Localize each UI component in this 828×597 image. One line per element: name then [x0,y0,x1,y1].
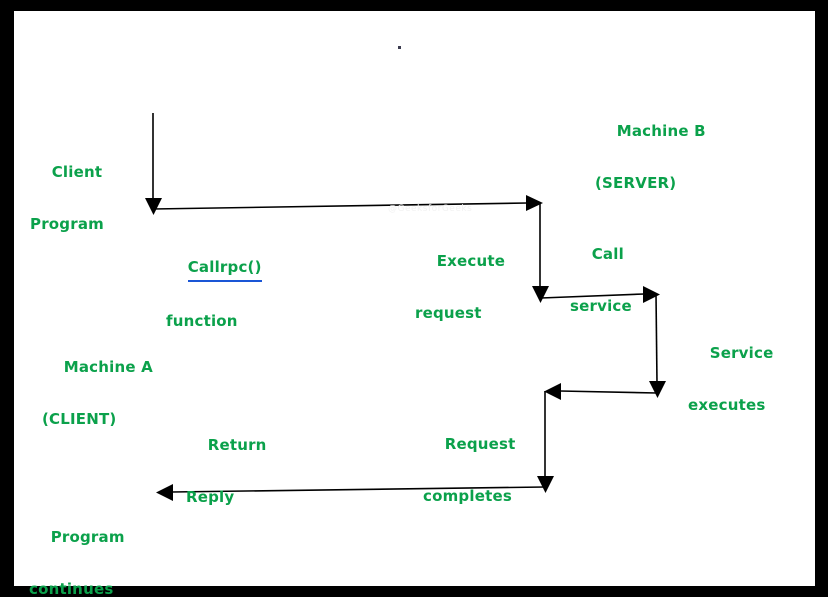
label-return-reply: Return Reply [186,406,267,562]
arrow-execute-request-right [152,195,543,211]
arrow-client-program-down [145,113,162,215]
label-service-executes-line1: Service [709,344,774,362]
label-machine-a-line1: Machine A [63,358,153,376]
label-program-continues: Program continues [29,498,125,597]
label-client-program: Client Program [30,133,104,289]
label-call-service: Call service [570,215,632,371]
label-service-executes: Service executes [688,314,773,470]
label-machine-b-line1: Machine B [616,122,706,140]
watermark-text: @GeeksforGeeks [388,204,473,214]
label-machine-a: Machine A (CLIENT) [42,328,153,484]
arrow-return-reply-left [156,484,546,501]
label-execute-request-line1: Execute [436,252,506,270]
label-machine-a-line2: (CLIENT) [42,410,117,428]
label-request-completes: Request completes [423,405,516,561]
label-client-program-line2: Program [30,215,104,233]
label-call-service-line2: service [570,297,632,315]
label-execute-request: Execute request [415,222,505,378]
arrow-service-return-left [544,383,658,400]
label-callrpc-function: Callrpc() function [166,228,262,386]
label-program-continues-line1: Program [50,528,125,546]
label-return-reply-line1: Return [207,436,267,454]
arrow-call-service-down [532,203,549,303]
label-request-completes-line1: Request [444,435,516,453]
label-client-program-line1: Client [51,163,103,181]
label-program-continues-line2: continues [29,580,114,597]
arrow-service-executes-down [649,293,666,398]
label-request-completes-line2: completes [423,487,512,505]
label-machine-b: Machine B (SERVER) [595,92,706,248]
label-machine-b-line2: (SERVER) [595,174,677,192]
label-callrpc-line1: Callrpc() [187,254,262,282]
label-call-service-line1: Call [591,245,624,263]
label-return-reply-line2: Reply [186,488,235,506]
label-execute-request-line2: request [415,304,482,322]
label-service-executes-line2: executes [688,396,766,414]
arrow-request-completes-down [537,391,554,493]
stray-dot-artifact [398,46,401,49]
label-callrpc-line2: function [166,312,238,330]
arrow-service-dispatch-right [540,286,660,303]
